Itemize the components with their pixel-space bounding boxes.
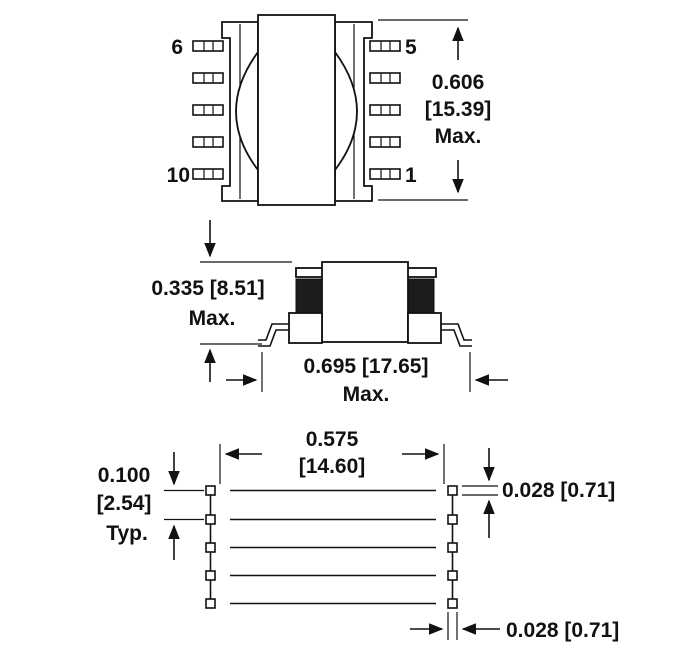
top-view: 6 10 5 1 0.606 [15.39] Max. <box>167 14 492 206</box>
side-view: 0.335 [8.51] Max. 0.695 [17.65] Max. <box>151 220 508 406</box>
side-height-label: 0.335 [8.51] <box>151 277 264 300</box>
pitch-metric: [2.54] <box>97 492 152 515</box>
pitch-value: 0.100 <box>98 464 151 487</box>
height-metric: [15.39] <box>425 98 492 121</box>
pin-3 <box>369 104 401 116</box>
footprint-pad <box>447 514 458 525</box>
span-value: 0.575 <box>306 428 359 451</box>
left-pad-column <box>205 485 216 609</box>
right-winding <box>334 49 358 173</box>
pad-width-label: 0.028 [0.71] <box>506 619 619 642</box>
right-pad-column <box>447 485 458 609</box>
core <box>257 14 336 206</box>
pin-label-bottom-right: 1 <box>405 164 417 187</box>
pin-9 <box>192 136 224 148</box>
height-qualifier: Max. <box>435 125 482 148</box>
pad-height-label: 0.028 [0.71] <box>502 479 615 502</box>
footprint-view: 0.575 [14.60] 0.100 [2.54] Typ. 0.028 [0… <box>97 428 620 642</box>
left-pin-row <box>192 40 224 180</box>
pin-2 <box>369 136 401 148</box>
footprint-rows <box>230 489 436 605</box>
pin-label-top-left: 6 <box>171 36 183 59</box>
pin-4 <box>369 72 401 84</box>
footprint-pad <box>447 485 458 496</box>
side-width-label: 0.695 [17.65] <box>304 355 429 378</box>
side-height-qualifier: Max. <box>189 307 236 330</box>
right-base <box>407 312 442 344</box>
pin-10 <box>192 168 224 180</box>
footprint-pad <box>447 542 458 553</box>
footprint-pad <box>205 514 216 525</box>
pin-5 <box>369 40 401 52</box>
pin-7 <box>192 72 224 84</box>
right-pin-row <box>369 40 401 180</box>
left-winding <box>235 49 259 173</box>
footprint-pad <box>205 570 216 581</box>
footprint-pad <box>447 598 458 609</box>
right-lead <box>441 323 472 341</box>
left-base <box>288 312 323 344</box>
pin-6 <box>192 40 224 52</box>
pin-label-top-right: 5 <box>405 36 417 59</box>
pin-8 <box>192 104 224 116</box>
footprint-pad <box>205 542 216 553</box>
right-winding-section <box>407 278 435 314</box>
height-value: 0.606 <box>432 71 485 94</box>
footprint-pad <box>205 485 216 496</box>
pin-1 <box>369 168 401 180</box>
pitch-qualifier: Typ. <box>106 522 148 545</box>
left-winding-section <box>295 278 323 314</box>
footprint-pad <box>447 570 458 581</box>
left-lead <box>258 323 289 341</box>
side-width-qualifier: Max. <box>343 383 390 406</box>
span-metric: [14.60] <box>299 455 366 478</box>
pin-label-bottom-left: 10 <box>167 164 190 187</box>
footprint-pad <box>205 598 216 609</box>
side-core <box>321 261 409 343</box>
